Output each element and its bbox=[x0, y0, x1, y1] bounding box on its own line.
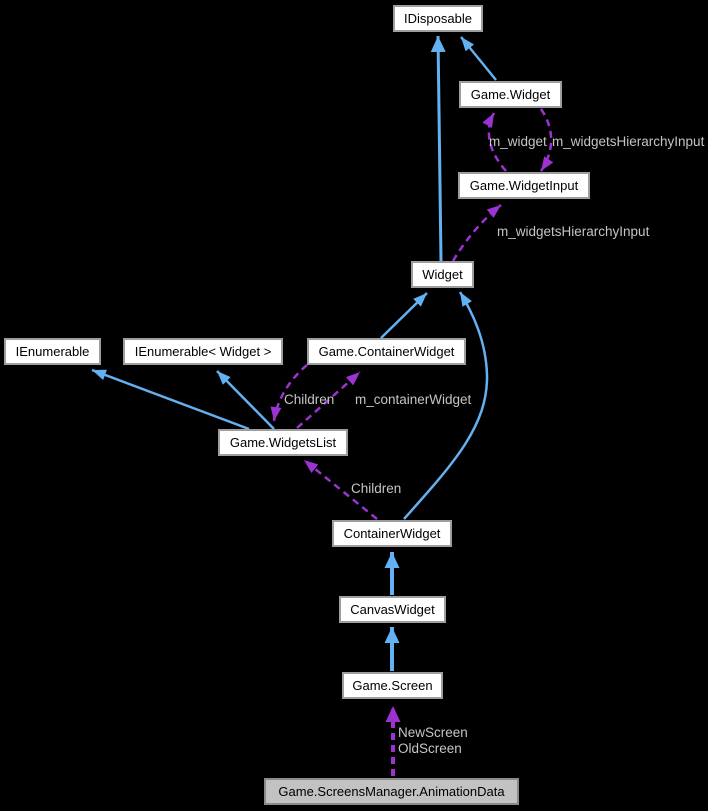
edge-widget-to-gamewidgetinput bbox=[451, 204, 502, 262]
edge-widget-to-idisposable bbox=[430, 35, 446, 262]
node-containerwidget[interactable]: ContainerWidget bbox=[332, 520, 452, 547]
edge-label-m-widgetshierarchyinput-top: m_widgetsHierarchyInput bbox=[552, 134, 705, 149]
node-game-widgetslist[interactable]: Game.WidgetsList bbox=[218, 429, 348, 456]
edge-gamewidgetinput-to-gamewidget bbox=[482, 112, 507, 172]
edge-label-children-upper: Children bbox=[284, 392, 334, 407]
node-game-widgetinput[interactable]: Game.WidgetInput bbox=[458, 172, 590, 199]
edge-gamewidgetslist-to-ienumerable-widget bbox=[216, 370, 275, 430]
edge-label-children-lower: Children bbox=[351, 481, 401, 496]
edge-label-newscreen: NewScreen bbox=[398, 725, 468, 740]
edge-label-m-containerwidget: m_containerWidget bbox=[355, 392, 472, 407]
edge-label-m-widget: m_widget bbox=[489, 134, 547, 149]
edge-gamewidgetslist-to-ienumerable bbox=[91, 368, 250, 431]
edge-containerwidget-to-widget bbox=[403, 291, 489, 520]
node-game-screensmanager-animationdata: Game.ScreensManager.AnimationData bbox=[264, 778, 519, 805]
node-widget[interactable]: Widget bbox=[411, 261, 474, 288]
edge-gamecontainerwidget-to-widget bbox=[380, 292, 428, 339]
node-ienumerable-widget[interactable]: IEnumerable< Widget > bbox=[123, 338, 283, 365]
node-idisposable[interactable]: IDisposable bbox=[393, 5, 483, 32]
edge-gamewidgetslist-to-gamecontainerwidget bbox=[296, 371, 361, 429]
edge-label-m-widgetshierarchyinput-mid: m_widgetsHierarchyInput bbox=[497, 224, 650, 239]
edge-gamecontainerwidget-to-gamewidgetslist bbox=[270, 364, 308, 422]
node-game-widget[interactable]: Game.Widget bbox=[459, 81, 562, 108]
node-canvaswidget[interactable]: CanvasWidget bbox=[339, 596, 446, 623]
edge-gamewidget-to-gamewidgetinput bbox=[539, 108, 554, 172]
edge-gamewidget-to-idisposable bbox=[460, 36, 497, 81]
edge-label-oldscreen: OldScreen bbox=[398, 741, 462, 756]
node-game-screen[interactable]: Game.Screen bbox=[342, 672, 443, 699]
node-ienumerable[interactable]: IEnumerable bbox=[4, 338, 101, 365]
edge-containerwidget-to-gamewidgetslist bbox=[303, 459, 378, 520]
node-game-containerwidget[interactable]: Game.ContainerWidget bbox=[307, 338, 466, 365]
